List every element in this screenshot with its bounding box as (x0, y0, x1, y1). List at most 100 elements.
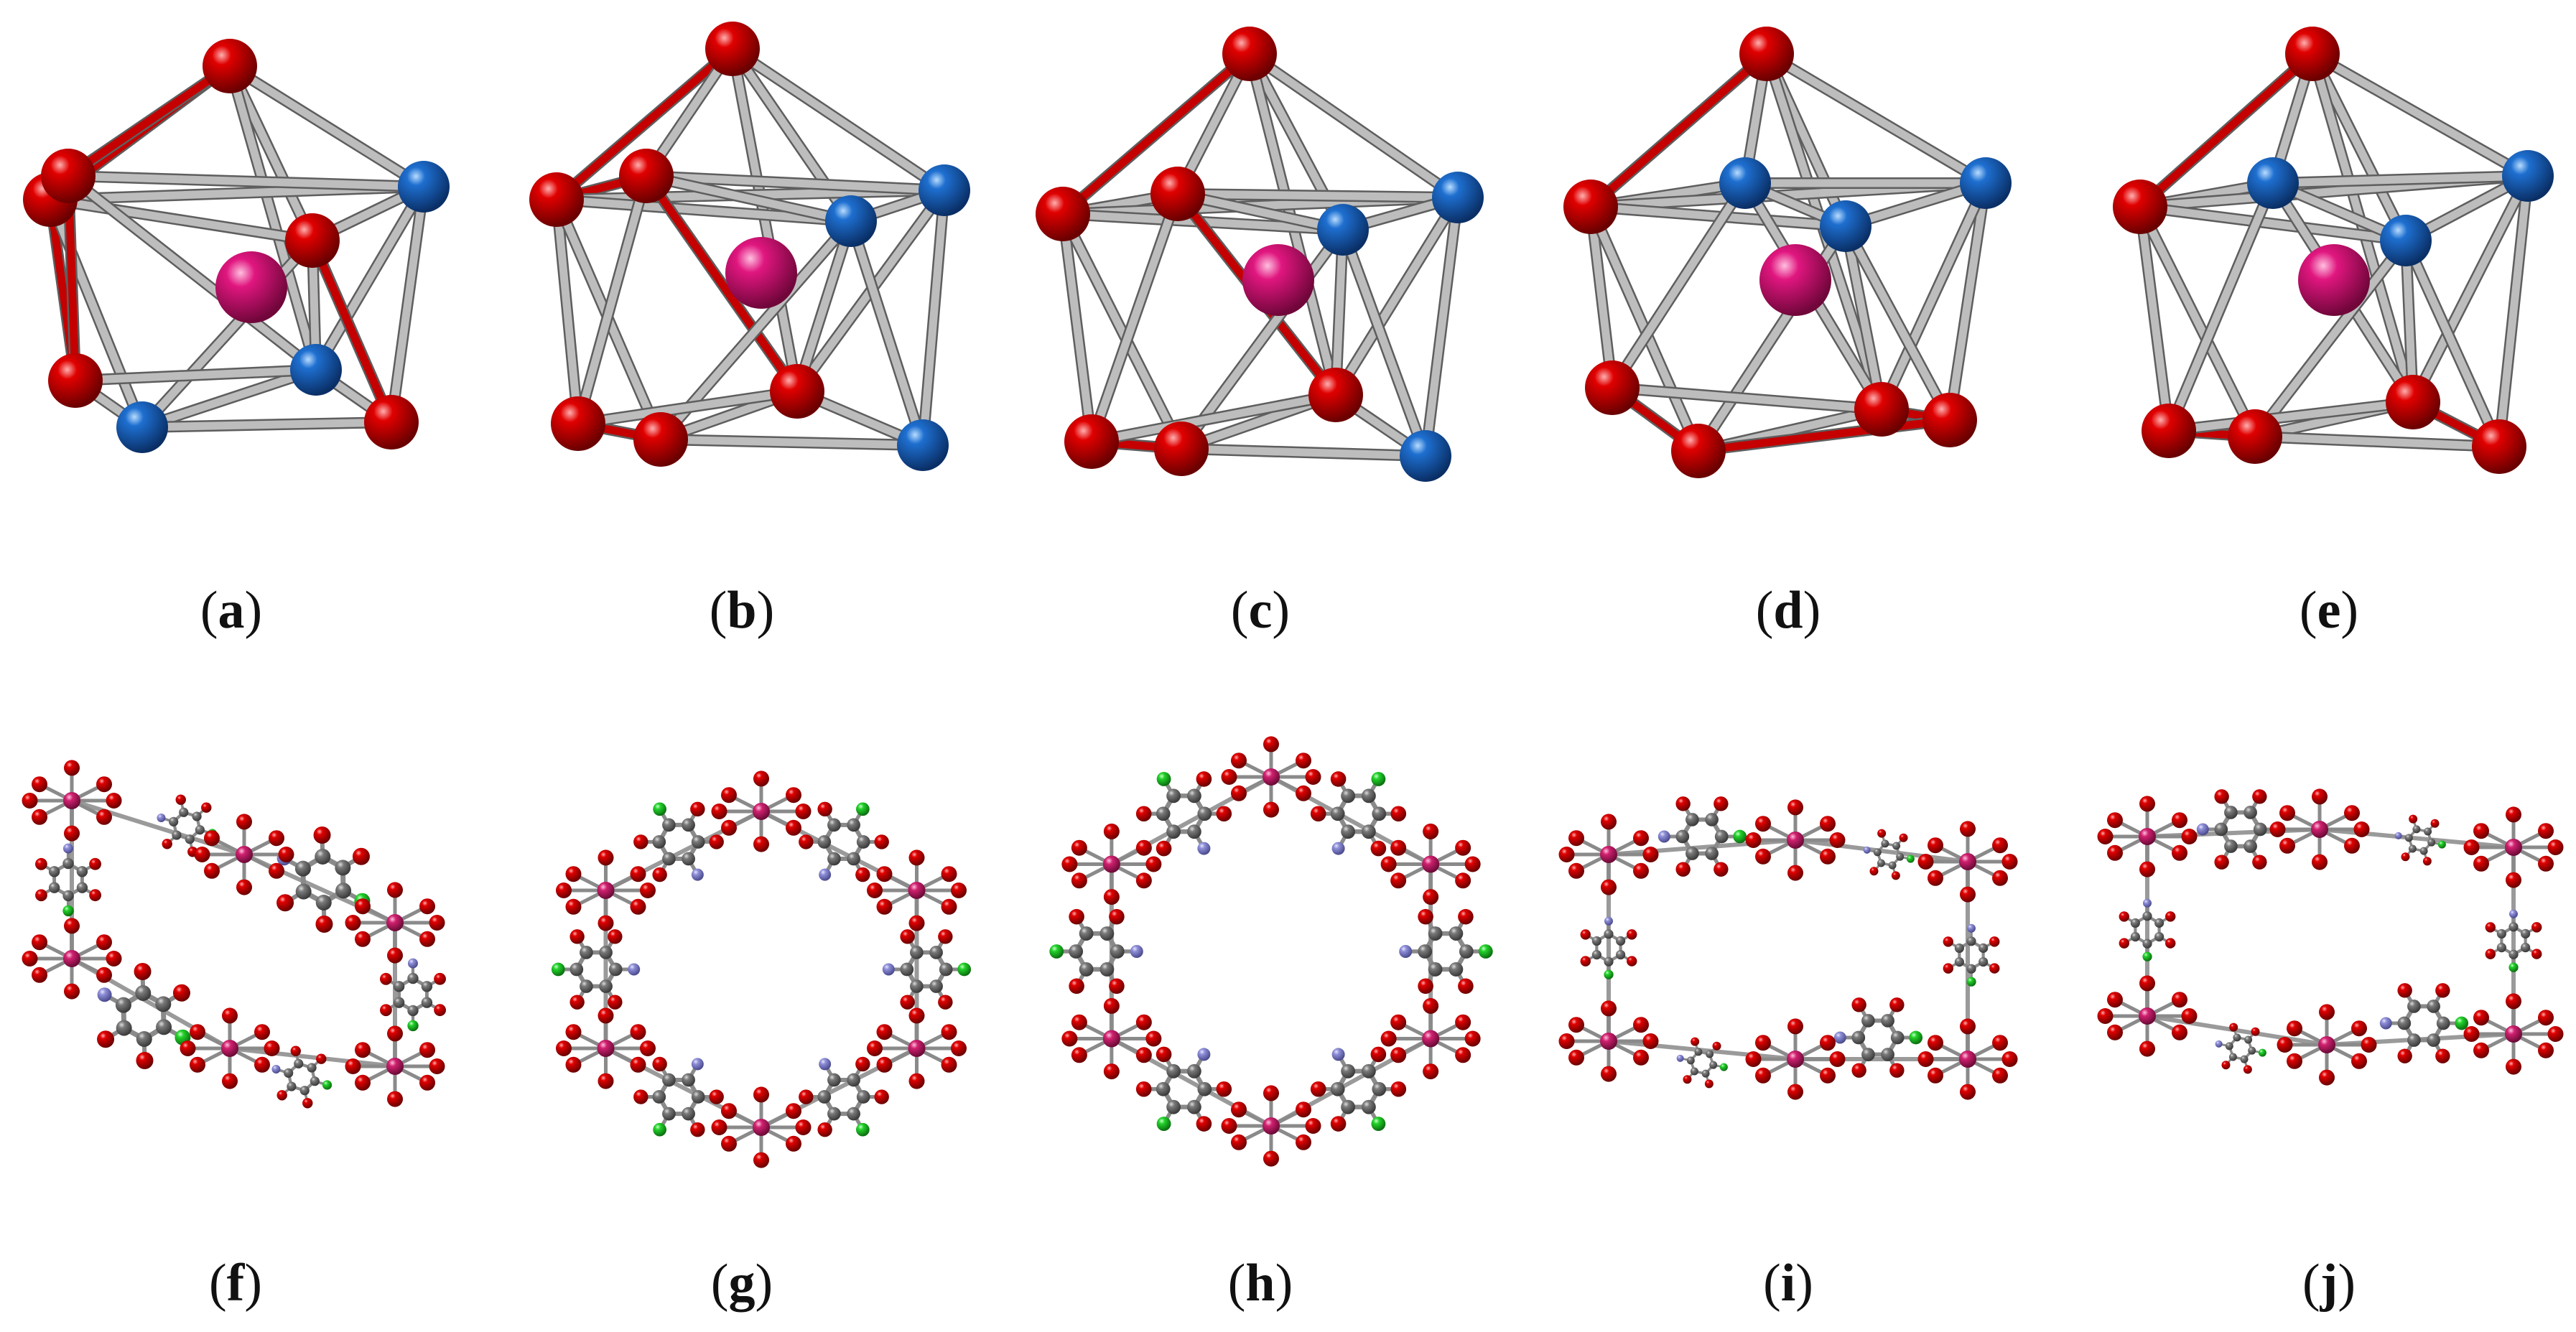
oxygen-atom (190, 1024, 205, 1040)
oxygen-atom (1135, 1014, 1152, 1030)
bond-edge (574, 387, 801, 428)
carbon-atom (662, 852, 676, 866)
red-atom (1739, 27, 1794, 81)
oxygen-atom (630, 1024, 646, 1040)
carbon-atom (315, 849, 331, 865)
carbon-atom (299, 1086, 310, 1096)
oxygen-atom (569, 929, 585, 944)
oxygen-atom (35, 889, 47, 902)
oxygen-atom (2397, 983, 2412, 998)
oxygen-atom (2139, 861, 2155, 877)
oxygen-atom (876, 1056, 893, 1073)
nitrogen-atom (1863, 846, 1871, 854)
metal-atom (908, 882, 926, 899)
bond-edge (64, 172, 428, 191)
chlorine-atom (2142, 951, 2152, 961)
oxygen-atom (1633, 1017, 1649, 1033)
oxygen-atom (434, 1004, 447, 1017)
oxygen-atom (1601, 1000, 1617, 1017)
bond-edge (2136, 202, 2259, 441)
chlorine-atom (2508, 962, 2519, 972)
oxygen-atom (2165, 911, 2176, 922)
carbon-atom (827, 818, 841, 832)
red-atom (770, 364, 824, 419)
chlorine-atom (2437, 840, 2446, 849)
oxygen-atom (194, 847, 210, 862)
bond-edge (2136, 202, 2410, 245)
oxygen-atom (1103, 1063, 1120, 1080)
oxygen-atom (1305, 1118, 1321, 1134)
carbon-atom (939, 962, 953, 977)
oxygen-atom (608, 995, 623, 1010)
nitrogen-atom (2215, 1040, 2223, 1048)
bond-edge (138, 365, 320, 432)
carbon-atom (900, 962, 914, 977)
carbon-atom (691, 835, 705, 849)
red-atom (529, 172, 584, 227)
carbon-atom (172, 830, 182, 840)
oxygen-atom (387, 1091, 403, 1107)
oxygen-atom (1103, 889, 1120, 905)
oxygen-atom (867, 1040, 883, 1056)
oxygen-atom (1061, 856, 1078, 872)
oxygen-atom (1380, 856, 1397, 872)
carbon-atom (1873, 848, 1882, 857)
nitrogen-atom (691, 1058, 704, 1071)
polyhedron-a-panel (14, 29, 503, 503)
carbon-atom (1881, 1014, 1894, 1028)
oxygen-atom (1145, 1030, 1162, 1047)
carbon-atom (2521, 928, 2531, 939)
polyhedron-c-structure (1036, 27, 1484, 482)
red-atom (2228, 409, 2282, 464)
oxygen-atom (1714, 796, 1729, 811)
bond-edge (656, 435, 927, 450)
carbon-atom (2154, 931, 2165, 942)
bond-edge (1245, 50, 1462, 202)
red-atom (1154, 422, 1209, 476)
carbon-atom (1362, 824, 1376, 839)
bond-edge (1421, 193, 1462, 460)
oxygen-atom (2409, 814, 2418, 824)
oxygen-atom (1917, 1051, 1934, 1067)
polyhedron-c-panel (1036, 22, 1530, 495)
oxygen-atom (1145, 856, 1162, 872)
red-atom (1308, 368, 1363, 422)
bond-edge (2165, 398, 2417, 435)
chlorine-atom (1909, 1030, 1923, 1045)
oxygen-atom (2312, 788, 2328, 805)
bond-edge (552, 45, 737, 204)
oxygen-atom (355, 1074, 371, 1091)
carbon-atom (682, 818, 695, 832)
oxygen-atom (269, 830, 284, 847)
red-atom (1563, 180, 1618, 234)
bond-edge (2136, 50, 2317, 211)
oxygen-atom (941, 898, 957, 915)
carbon-atom (608, 962, 623, 977)
carbon-atom (827, 1073, 841, 1087)
oxygen-atom (1928, 1067, 1943, 1084)
oxygen-atom (1960, 1084, 1976, 1100)
oxygen-atom (1633, 830, 1649, 847)
oxygen-atom (1296, 753, 1311, 769)
oxygen-atom (1418, 978, 1433, 995)
oxygen-atom (2506, 872, 2521, 888)
nitrogen-atom (407, 958, 418, 969)
carbon-atom (2496, 943, 2506, 953)
oxygen-atom (711, 1119, 727, 1135)
oxygen-atom (1156, 840, 1172, 857)
oxygen-atom (908, 1073, 925, 1089)
caption-c: (c) (1230, 581, 1291, 640)
red-atom (2285, 27, 2340, 81)
oxygen-atom (1418, 908, 1433, 925)
oxygen-atom (22, 951, 38, 967)
carbon-atom (1705, 813, 1719, 826)
polyhedron-b-structure (529, 22, 970, 471)
oxygen-atom (190, 1056, 205, 1073)
oxygen-atom (2435, 1048, 2450, 1063)
red-atom (2386, 375, 2440, 429)
oxygen-atom (1390, 839, 1407, 856)
carbon-atom (1079, 962, 1094, 977)
oxygen-atom (2107, 844, 2123, 861)
carbon-atom (691, 1090, 705, 1104)
carbon-atom (2407, 1033, 2421, 1047)
